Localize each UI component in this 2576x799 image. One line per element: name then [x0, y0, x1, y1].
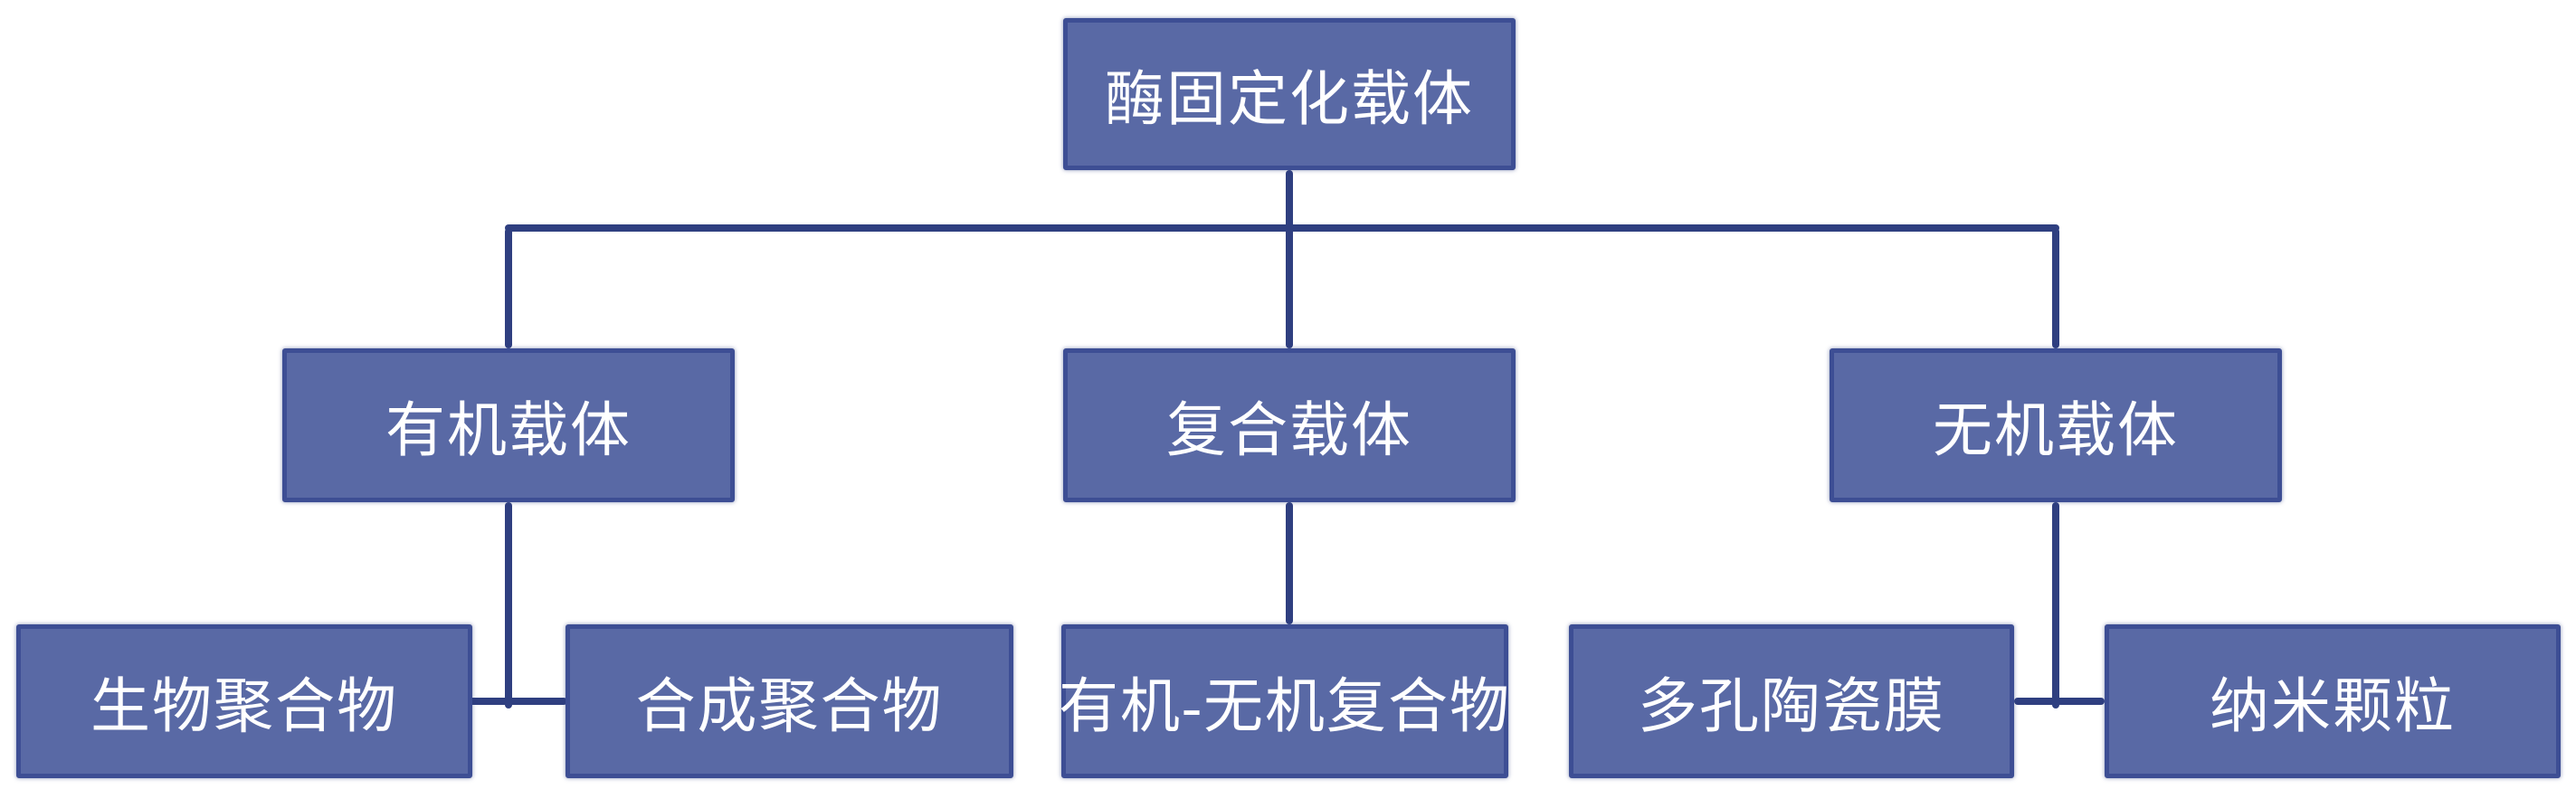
connector-bus-to-inorganic — [2052, 228, 2059, 348]
node-label: 生物聚合物 — [90, 674, 398, 740]
node-enzyme-immobilization-carrier: 酶固定化载体 — [1063, 18, 1516, 170]
connector-composite-vertical — [1286, 502, 1293, 624]
node-label: 纳米颗粒 — [2210, 674, 2456, 740]
node-synthetic-polymer: 合成聚合物 — [566, 624, 1013, 778]
connector-level1-horizontal-bus — [505, 224, 2059, 232]
connector-bus-to-organic — [505, 228, 512, 348]
connector-organic-vertical — [505, 502, 512, 709]
node-label: 有机载体 — [385, 398, 632, 464]
node-label: 无机载体 — [1933, 398, 2179, 464]
node-composite-carrier: 复合载体 — [1063, 348, 1516, 502]
node-inorganic-carrier: 无机载体 — [1830, 348, 2282, 502]
node-label: 有机-无机复合物 — [1059, 674, 1511, 740]
node-porous-ceramic-membrane: 多孔陶瓷膜 — [1569, 624, 2014, 778]
node-organic-carrier: 有机载体 — [282, 348, 735, 502]
connector-inorganic-tbar — [2014, 698, 2105, 705]
node-label: 复合载体 — [1166, 398, 1412, 464]
node-label: 多孔陶瓷膜 — [1638, 674, 1945, 740]
connector-root-vertical — [1286, 170, 1293, 348]
node-biopolymer: 生物聚合物 — [16, 624, 472, 778]
connector-inorganic-vertical — [2052, 502, 2059, 709]
node-label: 酶固定化载体 — [1105, 67, 1474, 133]
node-label: 合成聚合物 — [635, 674, 944, 740]
connector-organic-tbar — [463, 698, 567, 705]
node-organic-inorganic-composite: 有机-无机复合物 — [1059, 624, 1511, 778]
node-nanoparticle: 纳米颗粒 — [2105, 624, 2561, 778]
